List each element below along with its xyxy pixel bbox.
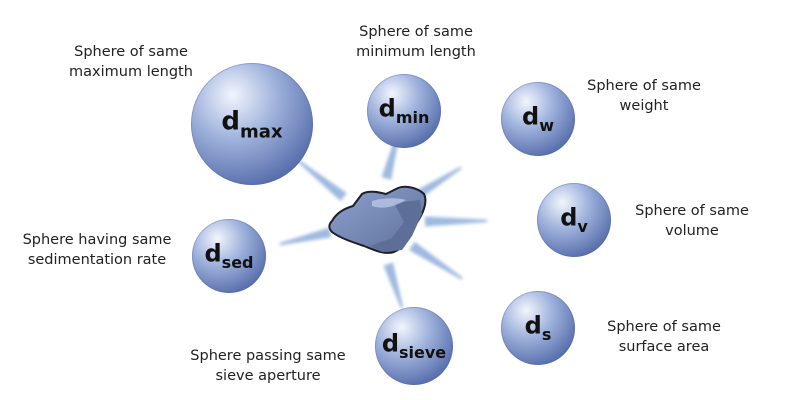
sphere-max: dmax bbox=[191, 63, 313, 185]
sphere-v-label: dv bbox=[560, 203, 588, 236]
sphere-max-body bbox=[191, 63, 313, 185]
sphere-w-subscript: w bbox=[539, 116, 554, 135]
particle-group bbox=[328, 185, 427, 254]
sphere-max-subscript: max bbox=[240, 121, 283, 142]
caption-sieve-line-1: Sphere passing same bbox=[190, 348, 346, 364]
sphere-min: dmin bbox=[367, 74, 441, 148]
ray-max bbox=[297, 159, 347, 201]
sphere-v-body bbox=[537, 183, 611, 257]
sphere-sed-symbol: d bbox=[204, 239, 221, 267]
sphere-sieve-symbol: d bbox=[382, 329, 399, 357]
sphere-min-label: dmin bbox=[379, 94, 430, 127]
sphere-sieve-subscript: sieve bbox=[399, 343, 446, 362]
caption-s-line-2: surface area bbox=[618, 339, 710, 355]
sphere-w-label: dw bbox=[522, 102, 554, 135]
caption-w-line-1: Sphere of same bbox=[587, 78, 701, 94]
sphere-v-subscript: v bbox=[577, 217, 588, 236]
caption-v-line-1: Sphere of same bbox=[635, 203, 749, 219]
caption-max-line-2: maximum length bbox=[69, 64, 193, 80]
sphere-s-symbol: d bbox=[525, 311, 542, 339]
caption-v-line-2: volume bbox=[665, 223, 719, 239]
ray-sed bbox=[279, 227, 332, 246]
sphere-sed-rim bbox=[192, 219, 266, 293]
sphere-max-symbol: d bbox=[221, 107, 240, 137]
sphere-min-rim bbox=[367, 74, 441, 148]
caption-s-line-1: Sphere of same bbox=[607, 319, 721, 335]
sphere-sed-body bbox=[192, 219, 266, 293]
ray-s bbox=[409, 241, 463, 280]
sphere-sed: dsed bbox=[192, 219, 266, 293]
sphere-min-body bbox=[367, 74, 441, 148]
particle-shadow bbox=[370, 200, 422, 252]
sphere-s-subscript: s bbox=[542, 325, 552, 344]
sphere-w: dw bbox=[501, 82, 575, 156]
sphere-max-label: dmax bbox=[221, 107, 283, 143]
sphere-s-label: ds bbox=[525, 311, 552, 344]
sphere-max-rim bbox=[191, 63, 313, 185]
particle-highlight bbox=[372, 198, 406, 208]
sphere-sieve-body bbox=[375, 307, 453, 385]
sphere-w-rim bbox=[501, 82, 575, 156]
sphere-w-body bbox=[501, 82, 575, 156]
caption-sed-line-1: Sphere having same bbox=[22, 232, 172, 248]
caption-sieve: Sphere passing same sieve aperture bbox=[180, 346, 356, 386]
sphere-s-rim bbox=[501, 291, 575, 365]
caption-w: Sphere of same weight bbox=[556, 76, 732, 116]
sphere-sed-subscript: sed bbox=[222, 253, 254, 272]
ray-v bbox=[424, 216, 488, 227]
sphere-v-rim bbox=[537, 183, 611, 257]
sphere-w-symbol: d bbox=[522, 102, 539, 130]
caption-v: Sphere of same volume bbox=[604, 201, 780, 241]
sphere-v-symbol: d bbox=[560, 203, 577, 231]
caption-min-line-1: Sphere of same bbox=[359, 24, 473, 40]
sphere-sieve-label: dsieve bbox=[382, 329, 446, 362]
caption-sieve-line-2: sieve aperture bbox=[215, 368, 321, 384]
sphere-v: dv bbox=[537, 183, 611, 257]
sphere-s: ds bbox=[501, 291, 575, 365]
caption-s: Sphere of same surface area bbox=[576, 317, 752, 357]
caption-sed: Sphere having same sedimentation rate bbox=[2, 230, 192, 270]
caption-w-line-2: weight bbox=[619, 98, 669, 114]
sphere-sed-label: dsed bbox=[204, 239, 253, 272]
caption-min: Sphere of same minimum length bbox=[316, 22, 516, 62]
rays-group bbox=[279, 127, 488, 309]
ray-sieve bbox=[383, 262, 404, 309]
caption-max-line-1: Sphere of same bbox=[74, 44, 188, 60]
caption-max: Sphere of same maximum length bbox=[36, 42, 226, 82]
caption-min-line-2: minimum length bbox=[356, 44, 476, 60]
sphere-sieve: dsieve bbox=[375, 307, 453, 385]
sphere-sieve-rim bbox=[375, 307, 453, 385]
sphere-min-symbol: d bbox=[379, 94, 396, 122]
caption-sed-line-2: sedimentation rate bbox=[27, 252, 167, 268]
sphere-min-subscript: min bbox=[396, 108, 430, 127]
sphere-s-body bbox=[501, 291, 575, 365]
